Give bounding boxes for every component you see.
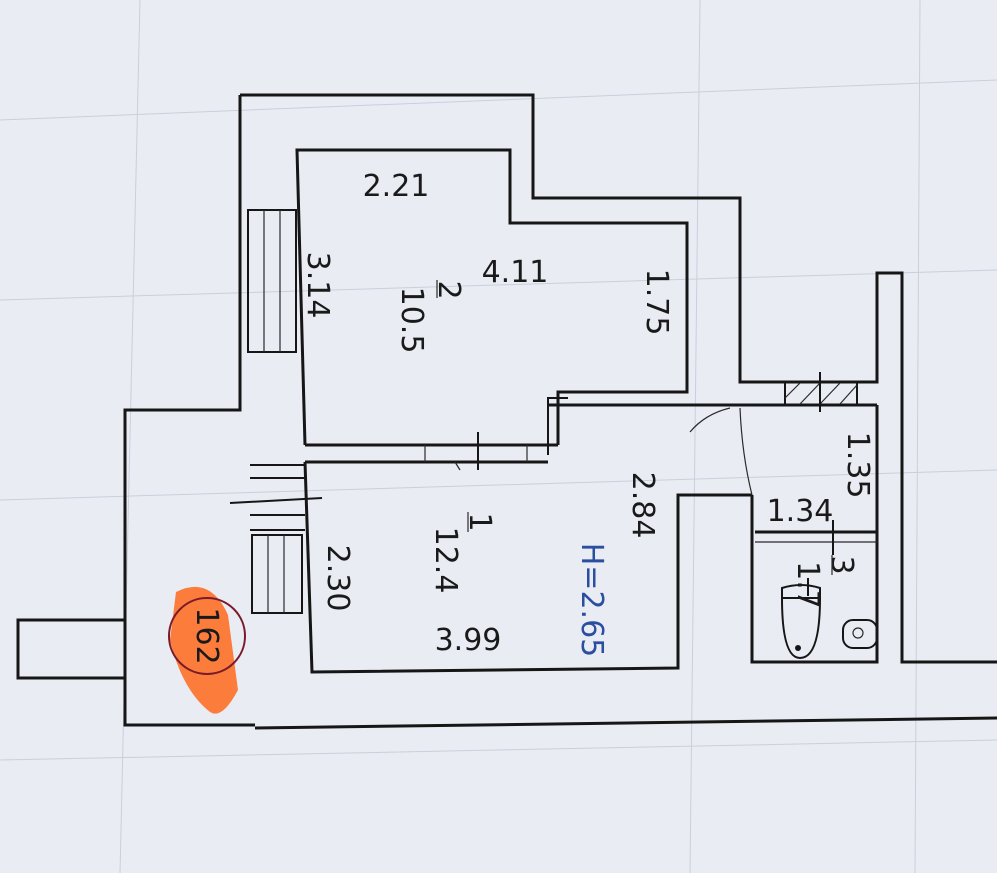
room-3-label: 3 1.7 bbox=[790, 555, 859, 609]
balcony-circle bbox=[168, 597, 246, 675]
balcony-mark: 162 bbox=[168, 586, 246, 714]
partition-wall bbox=[305, 432, 558, 470]
sink-icon bbox=[842, 619, 878, 649]
room-3-number: 3 bbox=[824, 555, 859, 574]
room-2-number: 2 bbox=[431, 280, 466, 299]
ceiling-height: H=2.65 bbox=[574, 543, 609, 658]
balcony-door bbox=[229, 464, 323, 531]
room-1-label: 1 12.4 bbox=[428, 512, 497, 593]
dim-room2-left: 3.14 bbox=[300, 252, 335, 319]
dim-room1-left: 2.30 bbox=[320, 545, 355, 612]
dim-bath-width: 1.34 bbox=[767, 494, 834, 529]
window-room-2 bbox=[247, 209, 297, 353]
balcony-mark-label: 162 bbox=[189, 607, 224, 664]
room-3-area: 1.7 bbox=[790, 561, 825, 609]
dim-room1-bottom: 3.99 bbox=[435, 623, 502, 658]
orange-highlight bbox=[170, 586, 238, 714]
dimension-labels: 2.21 3.14 4.11 1.75 2.84 2.30 3.99 1.35 … bbox=[300, 169, 875, 658]
ventilation-shaft bbox=[784, 372, 858, 412]
window-room-1 bbox=[251, 534, 303, 614]
dim-room2-top: 2.21 bbox=[363, 169, 430, 204]
toilet-icon bbox=[780, 578, 822, 660]
dim-bath-top: 1.35 bbox=[840, 432, 875, 499]
room-2-walls bbox=[295, 148, 689, 455]
room-2-label: 2 10.5 bbox=[394, 280, 466, 353]
door-swing-lines bbox=[454, 407, 753, 496]
outer-walls bbox=[16, 93, 997, 730]
room-1-area: 12.4 bbox=[428, 527, 463, 594]
room-2-area: 10.5 bbox=[394, 287, 429, 354]
dim-corridor: 2.84 bbox=[625, 472, 660, 539]
dim-room2-middle: 4.11 bbox=[482, 255, 549, 290]
room-1-number: 1 bbox=[462, 512, 497, 531]
bathroom-walls bbox=[750, 405, 879, 664]
dim-room2-right: 1.75 bbox=[639, 269, 674, 336]
